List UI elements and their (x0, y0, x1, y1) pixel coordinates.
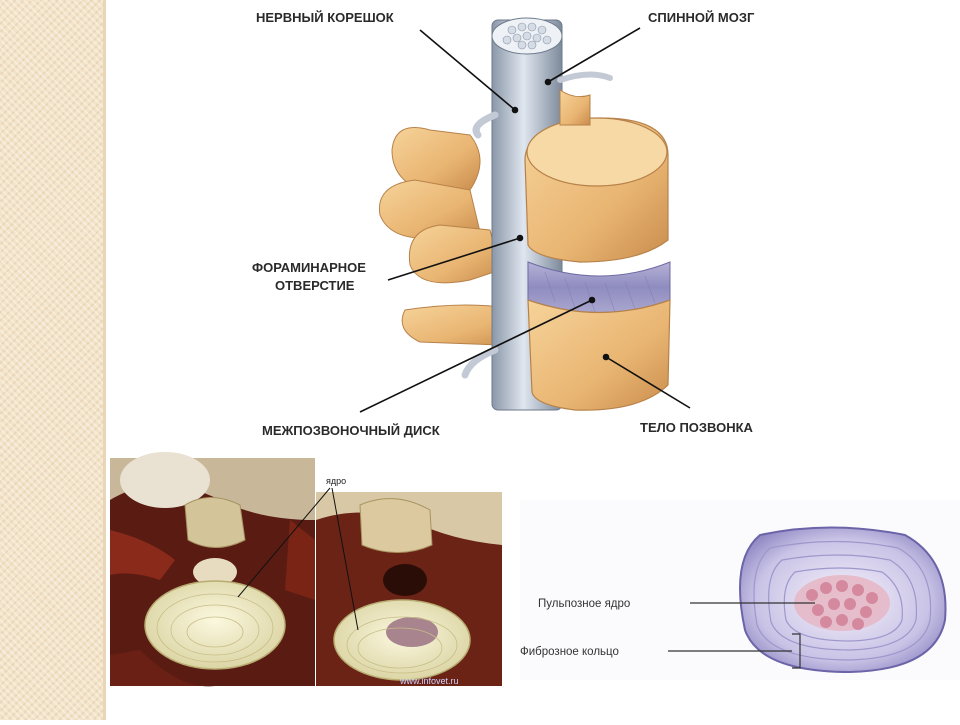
photo-left (110, 452, 315, 687)
label-nucleus-photo: ядро (326, 476, 346, 486)
spine-diagram: НЕРВНЫЙ КОРЕШОК СПИННОЙ МОЗГ ФОРАМИНАРНО… (252, 10, 755, 438)
label-nerve-root: НЕРВНЫЙ КОРЕШОК (256, 10, 394, 25)
label-nucleus-pulposus: Пульпозное ядро (538, 598, 630, 610)
anatomy-illustration: НЕРВНЫЙ КОРЕШОК СПИННОЙ МОЗГ ФОРАМИНАРНО… (110, 10, 960, 687)
label-foramen-line1: ФОРАМИНАРНОЕ (252, 260, 366, 275)
label-intervertebral-disc: МЕЖПОЗВОНОЧНЫЙ ДИСК (262, 423, 440, 438)
label-vertebra-body: ТЕЛО ПОЗВОНКА (640, 420, 754, 435)
disc-diagram: Пульпозное ядро Фиброзное кольцо (520, 500, 960, 680)
photo-right: www.infovet.ru (316, 492, 502, 686)
label-foramen-line2: ОТВЕРСТИЕ (275, 278, 355, 293)
photo-watermark: www.infovet.ru (399, 676, 459, 686)
photo-panels: www.infovet.ru ядро (110, 452, 502, 687)
label-annulus-fibrosus: Фиброзное кольцо (520, 646, 619, 658)
decorative-side-strip (0, 0, 106, 720)
intervertebral-disc-shape (527, 261, 671, 313)
label-spinal-cord: СПИННОЙ МОЗГ (648, 10, 755, 25)
slide-content: НЕРВНЫЙ КОРЕШОК СПИННОЙ МОЗГ ФОРАМИНАРНО… (106, 0, 960, 720)
